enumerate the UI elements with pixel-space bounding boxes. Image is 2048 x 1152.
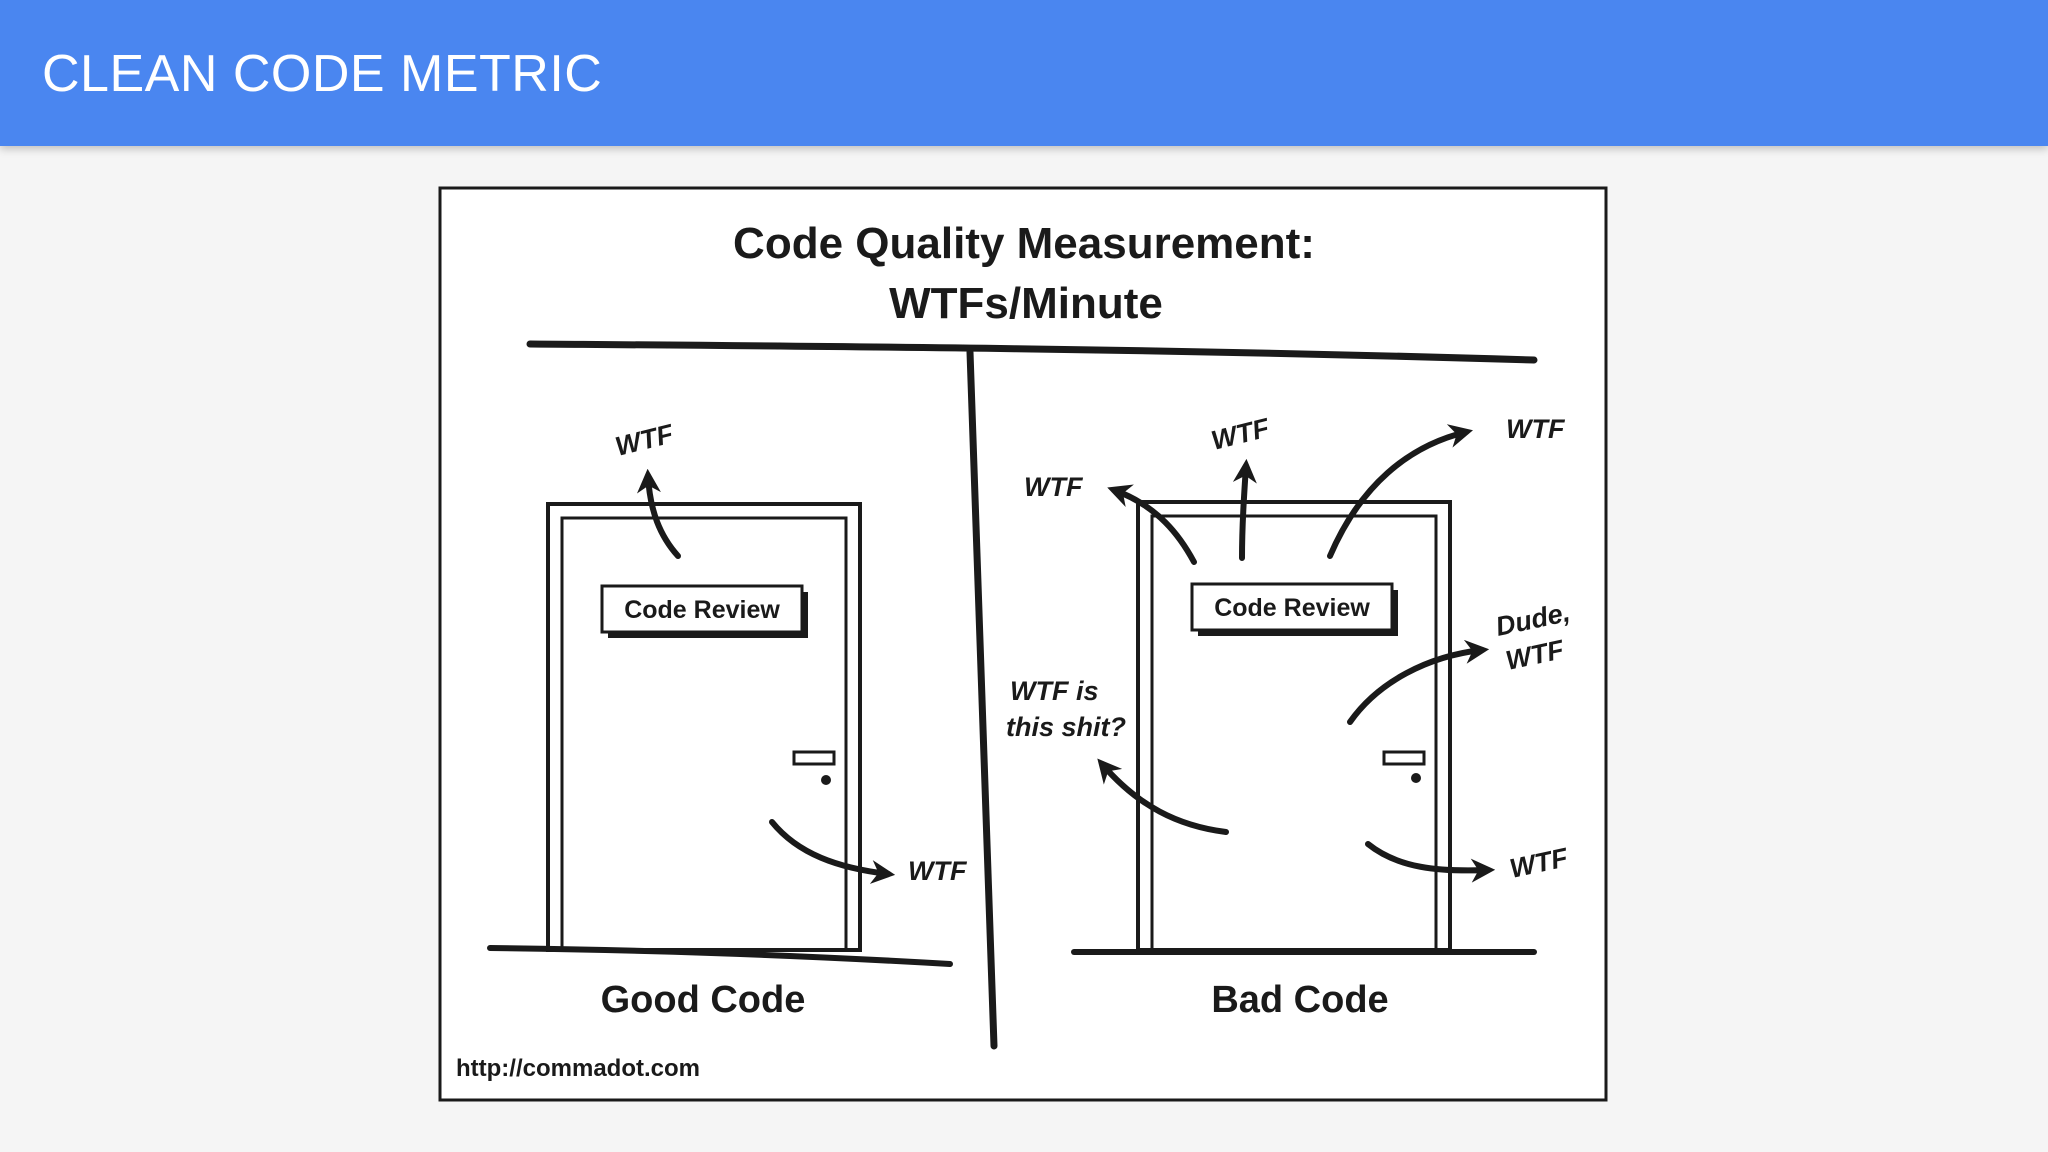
panel-divider [966,348,998,1050]
left-caption: Good Code [601,979,806,1021]
right-arrow-up-icon [1232,458,1257,561]
right-arrow-down-right-icon [1365,841,1496,883]
left-arrow-up-icon [636,468,681,559]
right-exclamation-7: this shit? [1006,712,1126,742]
right-door-sign-label: Code Review [1214,594,1370,622]
comic-image: Code Quality Measurement: WTFs/Minute Co… [438,186,1608,1102]
right-panel: Code Review WTF WTF WTF Dude, WTF WTF is… [1006,412,1573,1021]
left-floor-line [487,945,953,967]
comic-title-line2: WTFs/Minute [889,279,1163,328]
right-arrow-up-right-icon [1327,424,1473,559]
comic-title-line1: Code Quality Measurement: [733,219,1315,268]
right-arrow-right-icon [1347,639,1490,725]
right-exclamation-1: WTF [1024,472,1084,502]
left-door-sign-label: Code Review [624,596,780,624]
right-door-sign: Code Review [1190,582,1398,636]
door-handle-icon [1382,750,1426,766]
right-exclamation-6: WTF is [1010,676,1099,706]
left-exclamation-2: WTF [908,856,968,886]
slide-header: CLEAN CODE METRIC [0,0,2048,146]
comic-credit: http://commadot.com [456,1055,700,1082]
right-arrow-down-left-icon [1097,758,1229,835]
door-handle-icon [792,750,836,766]
slide-title: CLEAN CODE METRIC [42,45,603,103]
right-exclamation-3: WTF [1506,414,1566,444]
comic-svg: Code Quality Measurement: WTFs/Minute Co… [438,186,1608,1102]
right-caption: Bad Code [1211,979,1388,1021]
left-door-sign: Code Review [600,584,808,638]
title-underline [526,340,1538,364]
right-arrow-left-icon [1107,484,1197,565]
left-arrow-right-icon [769,819,896,884]
